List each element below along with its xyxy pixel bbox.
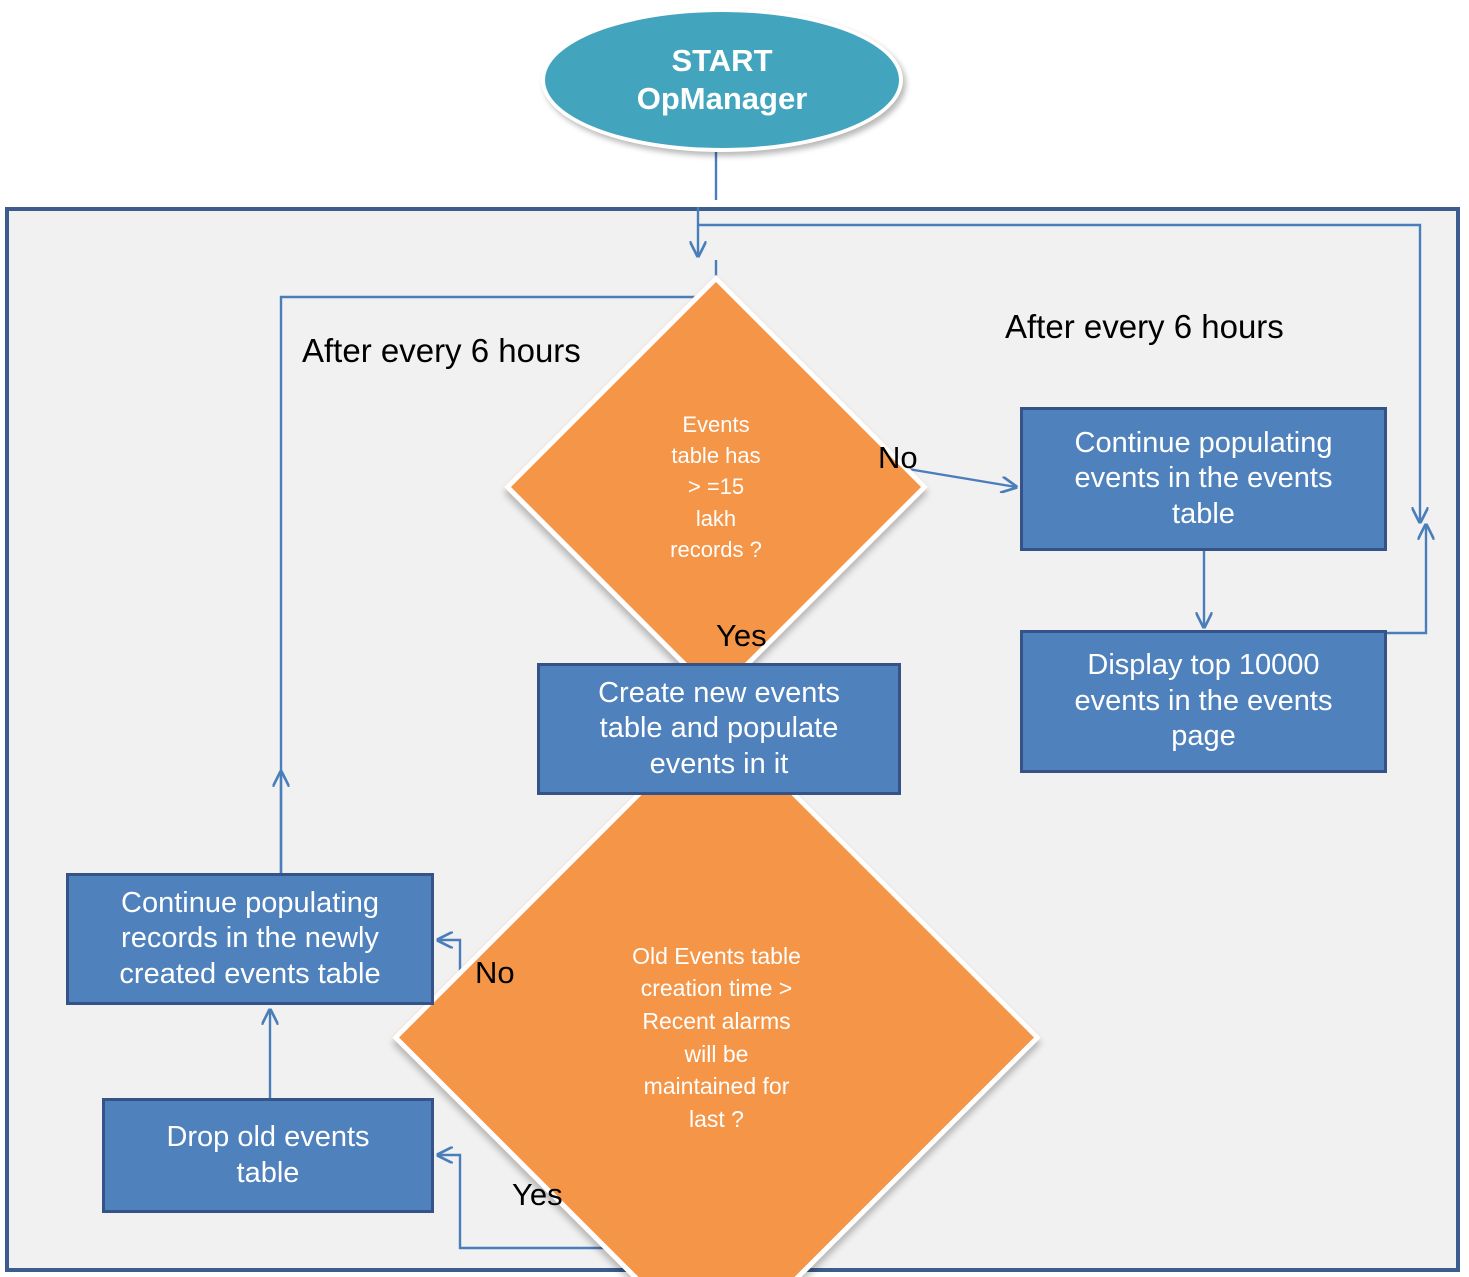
label-after-every-6-hours-left: After every 6 hours <box>302 332 581 369</box>
branch-label-yes-bottom: Yes <box>512 1177 563 1212</box>
process-continue-populating-records[interactable]: Continue populating records in the newly… <box>66 873 434 1005</box>
decision-line: Recent alarms <box>642 1007 791 1034</box>
decision-old-table-retention[interactable]: Old Events table creation time > Recent … <box>391 712 1042 1277</box>
decision-line: maintained for <box>643 1073 790 1100</box>
start-node-line-2: OpManager <box>636 81 808 116</box>
process-drop-old-events-table[interactable]: Drop old events table <box>102 1098 434 1213</box>
process-line: table and populate <box>599 712 839 745</box>
start-node-line-1: START <box>671 42 773 78</box>
label-after-every-6-hours-right: After every 6 hours <box>1005 308 1284 345</box>
process-line: created events table <box>119 957 381 990</box>
process-line: Display top 10000 <box>1087 649 1320 682</box>
branch-label-yes-top: Yes <box>716 618 767 653</box>
process-continue-populating-events[interactable]: Continue populating events in the events… <box>1020 407 1387 551</box>
decision-line: lakh <box>695 505 737 531</box>
process-line: events in it <box>649 747 789 780</box>
process-line: Continue populating <box>1074 426 1333 459</box>
decision-events-table-size[interactable]: Events table has > =15 lakh records ? <box>503 274 929 700</box>
process-line: Create new events <box>598 676 840 709</box>
decision-line: records ? <box>670 536 762 562</box>
process-line: Continue populating <box>121 886 379 919</box>
process-line: events in the events <box>1074 462 1333 495</box>
process-line: table <box>236 1156 300 1189</box>
branch-label-no-top: No <box>878 440 918 475</box>
decision-events-table-size-label: Events table has > =15 lakh records ? <box>566 337 866 637</box>
process-line: Drop old events <box>166 1121 370 1154</box>
process-line: records in the newly <box>121 922 379 955</box>
process-line: events in the events <box>1074 684 1333 717</box>
branch-label-no-bottom: No <box>475 955 515 990</box>
decision-line: table has <box>671 443 761 469</box>
process-line: page <box>1171 720 1236 753</box>
decision-line: creation time > <box>640 975 793 1002</box>
decision-line: last ? <box>689 1105 744 1132</box>
decision-old-table-retention-label: Old Events table creation time > Recent … <box>487 808 946 1267</box>
decision-line: will be <box>684 1040 749 1067</box>
start-node[interactable]: START OpManager <box>541 8 903 152</box>
decision-line: Old Events table <box>632 942 801 969</box>
process-line: table <box>1172 497 1235 530</box>
process-create-new-events-table[interactable]: Create new events table and populate eve… <box>537 663 901 795</box>
decision-line: Events <box>682 411 750 437</box>
decision-line: > =15 <box>687 474 745 500</box>
process-display-top-events[interactable]: Display top 10000 events in the events p… <box>1020 630 1387 773</box>
